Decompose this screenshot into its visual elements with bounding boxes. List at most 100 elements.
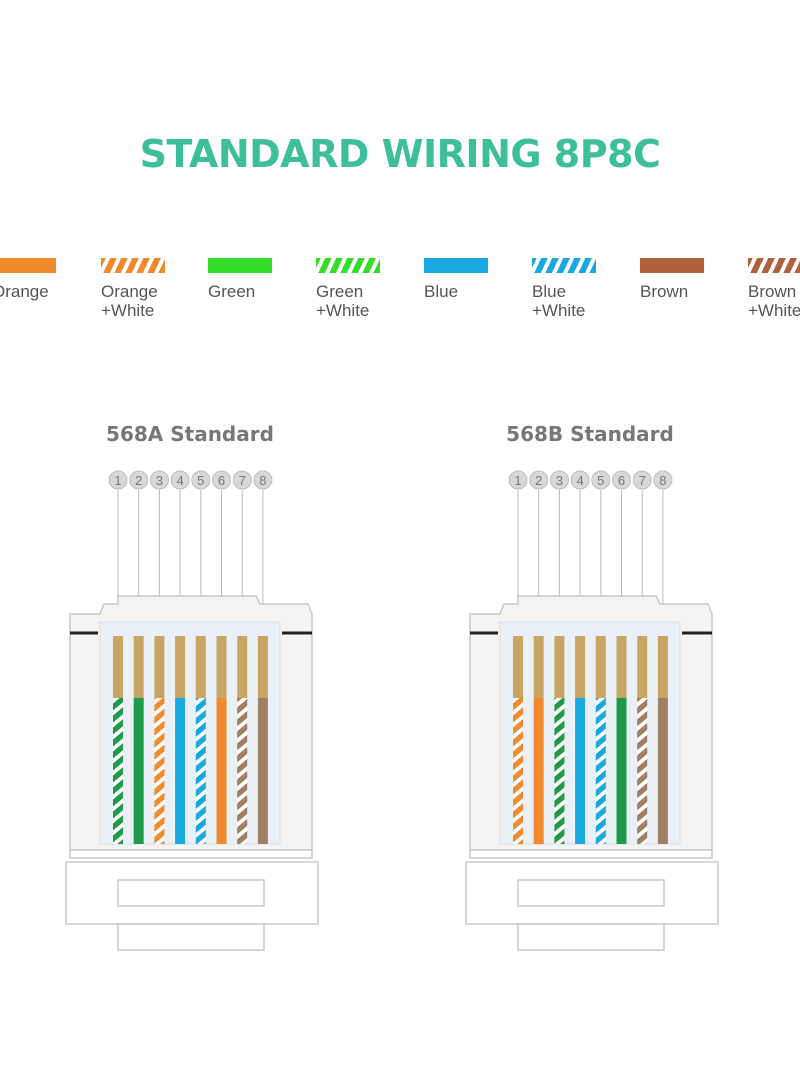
wire-conductor (616, 698, 627, 844)
pin-number-badge (191, 470, 211, 490)
pin-number-badge (591, 470, 611, 490)
wire-conductor (237, 698, 248, 844)
wire-conductor (113, 698, 123, 844)
pin-number-badge (212, 470, 231, 490)
legend-label-line: Brown (748, 282, 797, 301)
wire-conductor (554, 698, 565, 844)
pin-number-badge (570, 470, 590, 490)
pin-number-badge (170, 470, 190, 490)
gold-contact (637, 636, 648, 698)
gold-contact (616, 636, 627, 698)
pin-number: 6 (618, 473, 625, 488)
pin-number-badge (253, 470, 273, 490)
pin-number-badge (232, 470, 252, 490)
pin-number-badge (149, 470, 169, 490)
boot-window (117, 879, 265, 907)
pin-number-badge (549, 470, 569, 490)
wire-conductor (575, 698, 586, 844)
legend-sublabel: +White (316, 301, 370, 320)
gold-contact (595, 636, 606, 698)
legend-swatch (748, 258, 800, 273)
pin-number: 4 (176, 473, 183, 488)
gold-contact (575, 636, 586, 698)
connector-inner-body (99, 621, 281, 845)
legend-label: Blue+White (532, 282, 652, 320)
pin-number-badge (108, 470, 128, 490)
legend-label: Brown (640, 282, 760, 301)
pin-number-badge (612, 470, 631, 490)
wire-conductor (154, 698, 165, 844)
pin-number-badge (529, 470, 549, 490)
gold-contact (133, 636, 144, 698)
legend-label: Green (208, 282, 328, 301)
legend-label: Orange (0, 282, 112, 301)
standard-title-568a: 568A Standard (106, 422, 274, 446)
pin-number: 2 (535, 473, 542, 488)
gold-contact (216, 636, 227, 698)
wire-conductor (595, 698, 606, 844)
legend-label: Green+White (316, 282, 436, 320)
cable-tail (117, 923, 265, 951)
wire-conductor (657, 698, 668, 844)
pin-number: 2 (135, 473, 142, 488)
legend-swatch (532, 258, 596, 273)
legend-label-line: Green (316, 282, 364, 301)
gold-contact (657, 636, 668, 698)
wire-conductor (133, 698, 144, 844)
pin-number-badge (632, 470, 652, 490)
legend-label-line: Blue (424, 282, 459, 301)
gold-contact (175, 636, 186, 698)
legend-swatch (101, 258, 165, 273)
gold-contact (195, 636, 206, 698)
legend-swatch (208, 258, 272, 273)
gold-contact (154, 636, 165, 698)
cable-tail (517, 923, 665, 951)
gold-contact (257, 636, 268, 698)
pin-number-badge (129, 470, 149, 490)
connector-inner-body (499, 621, 681, 845)
legend-sublabel: +White (101, 301, 155, 320)
pin-number: 1 (514, 473, 521, 488)
gold-contact (554, 636, 565, 698)
legend-swatch (424, 258, 488, 273)
legend-label-line: Green (208, 282, 256, 301)
legend-swatch (0, 258, 56, 273)
gold-contact (513, 636, 523, 698)
pin-number: 4 (576, 473, 583, 488)
legend-label-line: Blue (532, 282, 567, 301)
pin-number-badge (653, 470, 673, 490)
gold-contact (113, 636, 123, 698)
wire-conductor (195, 698, 206, 844)
legend-label-line: Orange (101, 282, 158, 301)
gold-contact (237, 636, 248, 698)
wire-conductor (637, 698, 648, 844)
wire-conductor (533, 698, 544, 844)
standard-title-568b: 568B Standard (506, 422, 674, 446)
page-title: STANDARD WIRING 8P8C (139, 132, 661, 176)
pin-number: 8 (659, 473, 666, 488)
legend-label: Brown+White (748, 282, 800, 320)
boot-window (517, 879, 665, 907)
pin-number: 7 (639, 473, 646, 488)
legend-sublabel: +White (748, 301, 800, 320)
legend-swatch (316, 258, 380, 273)
legend-sublabel: +White (532, 301, 586, 320)
gold-contact (533, 636, 544, 698)
legend-label: Blue (424, 282, 544, 301)
wire-conductor (216, 698, 227, 844)
connector-rim (69, 849, 313, 859)
pin-number: 5 (597, 473, 604, 488)
pin-number-badge (508, 470, 528, 490)
connector-rim (469, 849, 713, 859)
legend-swatch (640, 258, 704, 273)
wire-conductor (257, 698, 268, 844)
pin-number: 6 (218, 473, 225, 488)
wire-conductor (175, 698, 186, 844)
pin-number: 5 (197, 473, 204, 488)
legend-label-line: Brown (640, 282, 689, 301)
pin-number: 7 (239, 473, 246, 488)
pin-number: 8 (259, 473, 266, 488)
legend-label-line: Orange (0, 282, 49, 301)
